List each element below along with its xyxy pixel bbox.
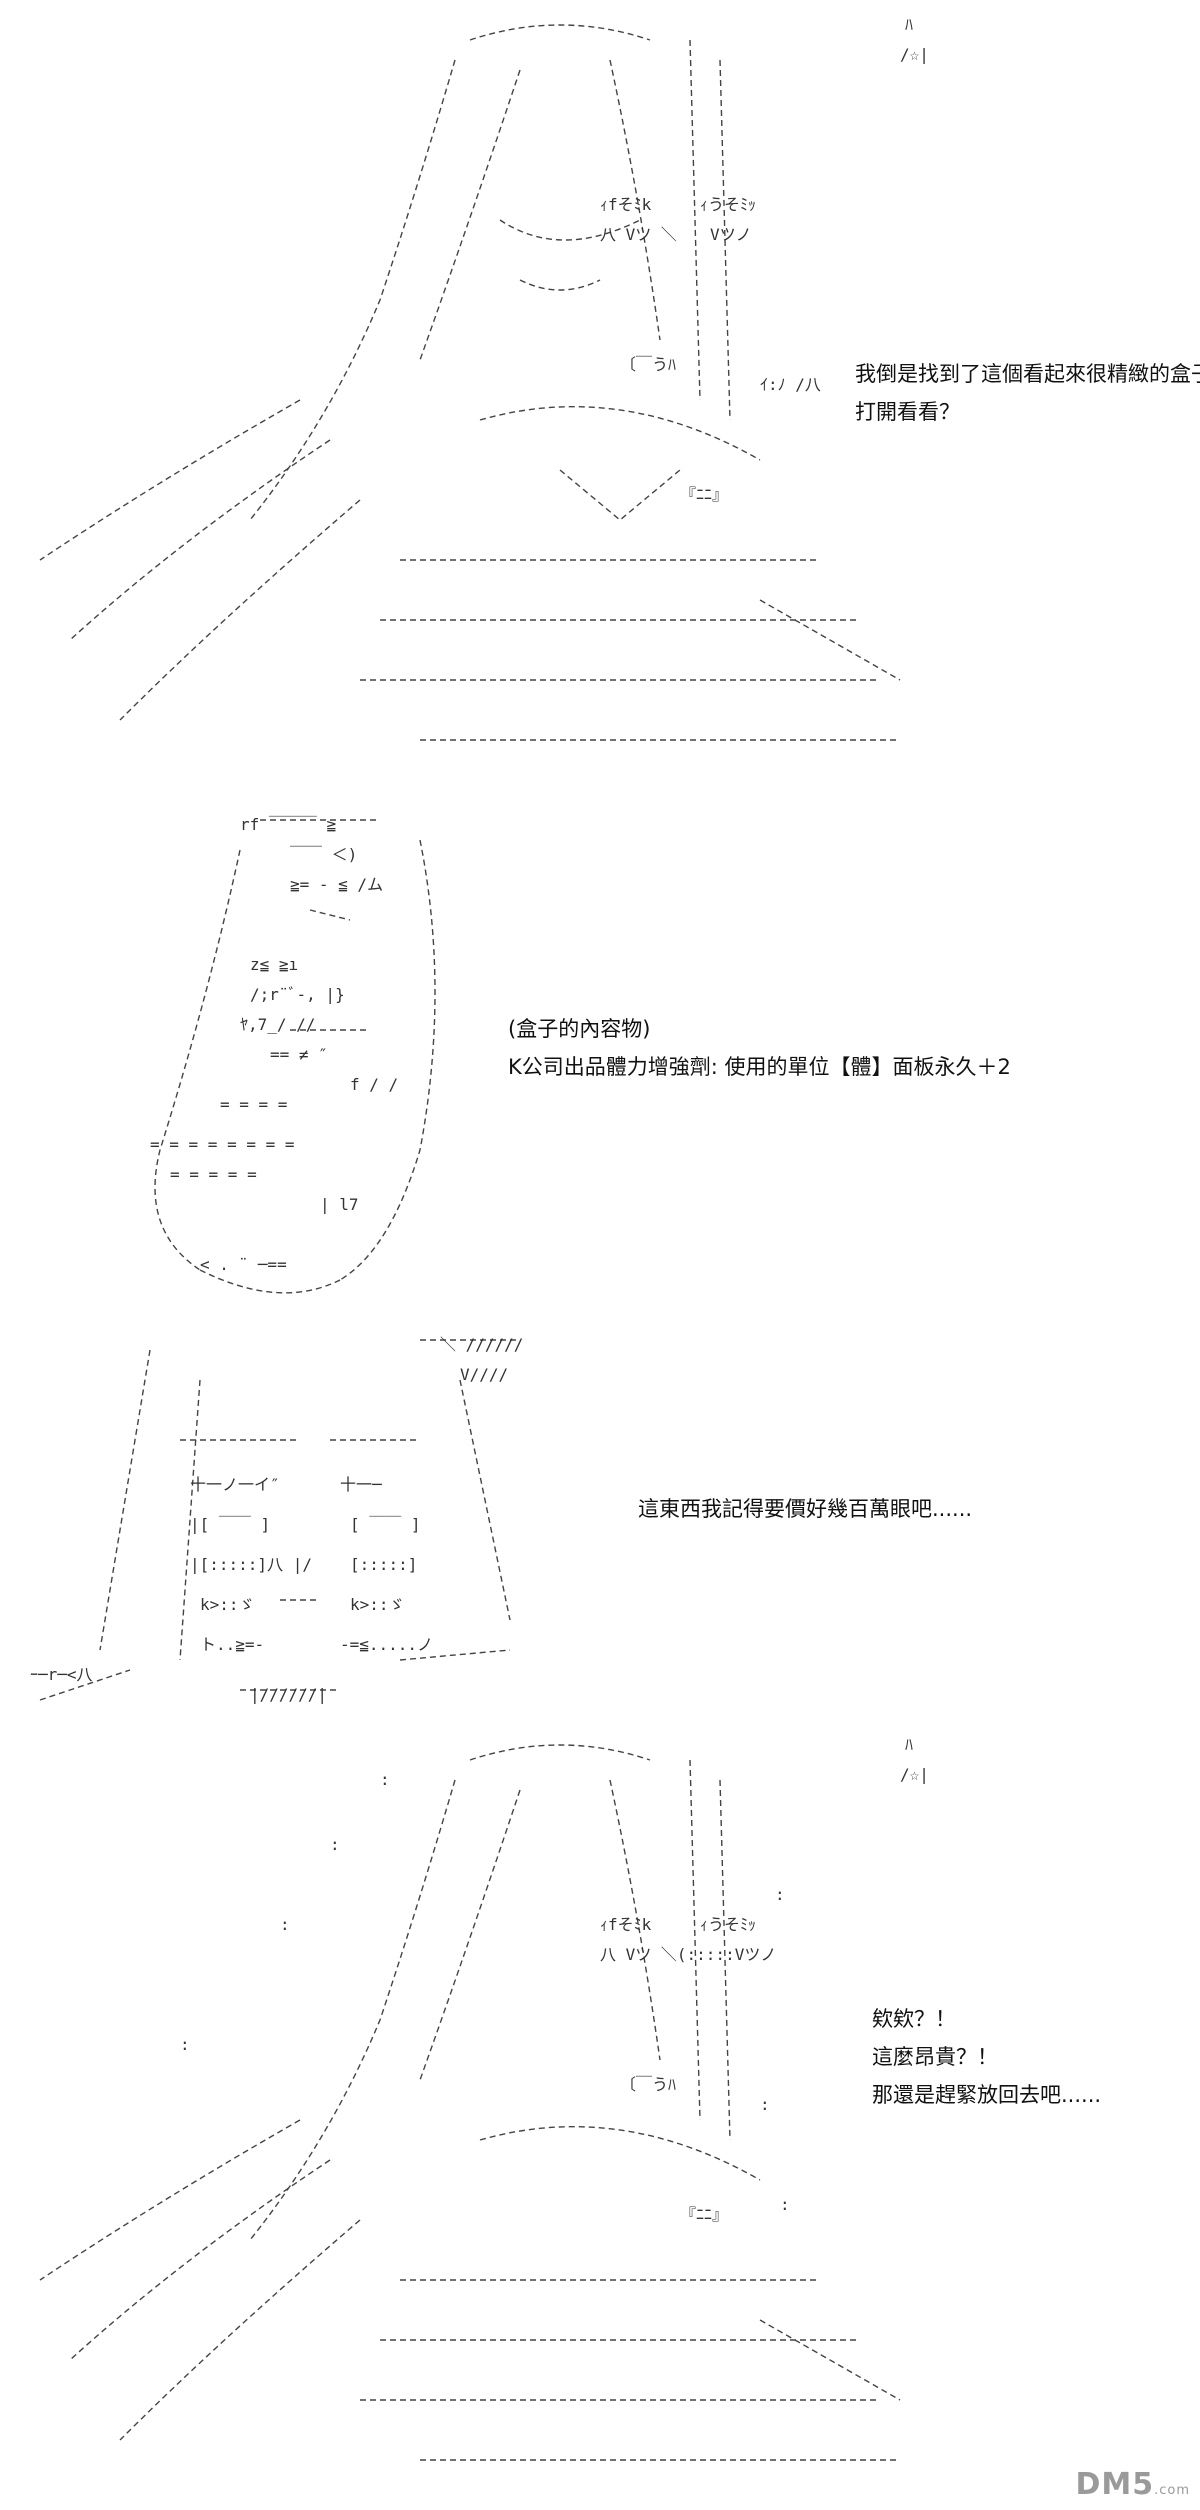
svg-text:= = = =: = = = = [220,1095,287,1114]
svg-text:| l7: | l7 [320,1195,359,1214]
svg-text:rf ￣￣￣ ≧: rf ￣￣￣ ≧ [240,815,336,834]
ascii-art-bottle: rf ￣￣￣ ≧ ￣￣ ＜) ≧= - ≦ /ム z≦ ≧ı /;r¨ﾞ-, |… [60,790,500,1310]
ascii-art-girl-looking: ｨfそﾐk ｨうそﾐｯ 八 Vツ ＼ Vツノ 〔￣うﾊ ｲ:ﾉ /八 『ﾆﾆ』 … [0,0,950,780]
dialogue-box-1: 我倒是找到了這個看起來很精緻的盒子, 打開看看？ [855,355,1200,431]
svg-text:|//////|: |//////| [250,1685,327,1704]
svg-text:ｨfそﾐk: ｨfそﾐk [600,1915,652,1934]
ascii-art-boy-face-svg: ＼ ////// V//// 十一ノ一イ″ 十一─ |[ ￣￣ ] [ ￣￣ ]… [30,1335,523,1704]
ascii-art-boy-face: ＼ ////// V//// 十一ノ一イ″ 十一─ |[ ￣￣ ] [ ￣￣ ]… [0,1320,600,1720]
panel-3: ＼ ////// V//// 十一ノ一イ″ 十一─ |[ ￣￣ ] [ ￣￣ ]… [0,1320,1200,1730]
svg-text:ｲ:ﾉ /八: ｲ:ﾉ /八 [760,375,821,394]
svg-text:Vツノ: Vツノ [710,225,752,244]
svg-text:￣￣ ＜): ￣￣ ＜) [290,845,357,864]
svg-text:/☆|: /☆| [900,1765,929,1784]
svg-text:/;r¨ﾞ-, |}: /;r¨ﾞ-, |} [250,985,345,1004]
svg-text:== ≠ ″: == ≠ ″ [270,1045,328,1064]
dialogue-line: 欸欸？！ [872,2007,956,2031]
svg-text:≧= - ≦ /ム: ≧= - ≦ /ム [290,875,383,894]
svg-text::: : [780,2195,790,2214]
svg-text:八 Vツ ＼(:::::Vツノ: 八 Vツ ＼(:::::Vツノ [600,1945,776,1964]
svg-text:|[ ￣￣ ]: |[ ￣￣ ] [190,1515,270,1534]
svg-text:ﾊ: ﾊ [905,15,913,34]
panel-2: rf ￣￣￣ ≧ ￣￣ ＜) ≧= - ≦ /ム z≦ ≧ı /;r¨ﾞ-, |… [0,790,1200,1320]
svg-text:ｨうそﾐｯ: ｨうそﾐｯ [700,195,756,214]
svg-text::: : [180,2035,190,2054]
ascii-art-girl-looking-svg: ｨfそﾐk ｨうそﾐｯ 八 Vツ ＼ Vツノ 〔￣うﾊ ｲ:ﾉ /八 『ﾆﾆ』 … [39,15,929,741]
panel-1: ｨfそﾐk ｨうそﾐｯ 八 Vツ ＼ Vツノ 〔￣うﾊ ｲ:ﾉ /八 『ﾆﾆ』 … [0,0,1200,780]
svg-text:ト..≧=-: ト..≧=- [200,1635,264,1654]
svg-text:= = = = = = = =: = = = = = = = = [150,1135,295,1154]
svg-text:|[:::::]八 |/: |[:::::]八 |/ [190,1555,312,1574]
dialogue-box-3: 這東西我記得要價好幾百萬眼吧...... [638,1490,972,1528]
svg-text::: : [760,2095,770,2114]
ascii-art-bottle-svg: rf ￣￣￣ ≧ ￣￣ ＜) ≧= - ≦ /ム z≦ ≧ı /;r¨ﾞ-, |… [150,815,436,1294]
svg-text:= = = = =: = = = = = [170,1165,257,1184]
svg-text:十一─: 十一─ [340,1475,382,1494]
dialogue-line: K公司出品體力增強劑: 使用的單位【體】面板永久＋2 [508,1055,1011,1079]
svg-text:-=≦.....ノ: -=≦.....ノ [340,1635,433,1654]
dialogue-box-4: 欸欸？！ 這麼昂貴？！ 那還是趕緊放回去吧...... [872,2000,1101,2114]
dialogue-line: 我倒是找到了這個看起來很精緻的盒子, [855,362,1200,386]
svg-text:< . ¨ ─==: < . ¨ ─== [200,1255,287,1274]
dialogue-line: (盒子的內容物) [508,1017,651,1041]
svg-text:ｨうそﾐｯ: ｨうそﾐｯ [700,1915,756,1934]
svg-text:ｰ─r─<八: ｰ─r─<八 [30,1665,93,1684]
svg-text:z≦ ≧ı: z≦ ≧ı [250,955,298,974]
svg-text::: : [380,1770,390,1789]
svg-text:[:::::]: [:::::] [350,1555,417,1574]
svg-text:f / /: f / / [350,1075,398,1094]
svg-text:＼ //////: ＼ ////// [440,1335,523,1354]
svg-text::: : [280,1915,290,1934]
svg-text::: : [775,1885,785,1904]
svg-text:『ﾆﾆ』: 『ﾆﾆ』 [680,2205,728,2224]
dialogue-line: 這東西我記得要價好幾百萬眼吧...... [638,1497,973,1521]
svg-text:八 Vツ ＼: 八 Vツ ＼ [600,225,677,244]
dialogue-line: 這麼昂貴？！ [872,2045,998,2069]
dialogue-line: 打開看看？ [855,400,960,424]
svg-text:k>::ゞ: k>::ゞ [200,1595,255,1614]
watermark-logo: DM5.com [1075,2467,1190,2502]
dialogue-line: 那還是趕緊放回去吧...... [872,2083,1102,2107]
svg-text:十一ノ一イ″: 十一ノ一イ″ [190,1475,280,1494]
svg-text:ﾔ,7_/ //: ﾔ,7_/ // [240,1015,315,1034]
svg-text:V////: V//// [460,1365,508,1384]
svg-text:k>::ゞ: k>::ゞ [350,1595,405,1614]
svg-text:〔￣うﾊ: 〔￣うﾊ [620,2075,676,2094]
watermark-suffix: .com [1154,2483,1190,2498]
ascii-art-girl-surprised-svg: ｨfそﾐk ｨうそﾐｯ 八 Vツ ＼(:::::Vツノ 〔￣うﾊ 『ﾆﾆ』 ﾊ … [39,1735,929,2461]
svg-text::: : [330,1835,340,1854]
svg-text:ｨfそﾐk: ｨfそﾐk [600,195,652,214]
watermark-text: DM5 [1075,2467,1155,2502]
panel-4: ｨfそﾐk ｨうそﾐｯ 八 Vツ ＼(:::::Vツノ 〔￣うﾊ 『ﾆﾆ』 ﾊ … [0,1730,1200,2510]
svg-text:/☆|: /☆| [900,45,929,64]
svg-text:〔￣うﾊ: 〔￣うﾊ [620,355,676,374]
svg-text:『ﾆﾆ』: 『ﾆﾆ』 [680,485,728,504]
svg-text:ﾊ: ﾊ [905,1735,913,1754]
svg-text:[ ￣￣ ]: [ ￣￣ ] [350,1515,421,1534]
ascii-art-girl-surprised: ｨfそﾐk ｨうそﾐｯ 八 Vツ ＼(:::::Vツノ 〔￣うﾊ 『ﾆﾆ』 ﾊ … [0,1730,950,2500]
dialogue-box-2: (盒子的內容物) K公司出品體力增強劑: 使用的單位【體】面板永久＋2 [508,1010,1011,1086]
